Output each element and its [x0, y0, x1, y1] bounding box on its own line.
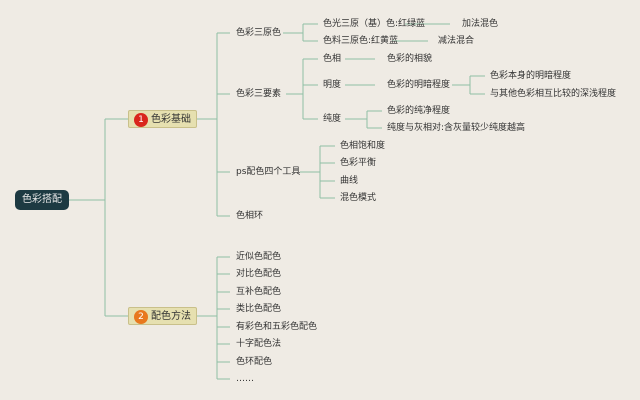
node[interactable]: 对比色配色 [236, 269, 282, 279]
node[interactable]: 色相饱和度 [340, 141, 386, 151]
node[interactable]: …… [236, 374, 254, 384]
node[interactable]: 与其他色彩相互比较的深浅程度 [490, 89, 617, 99]
node[interactable]: 类比色配色 [236, 304, 282, 314]
node[interactable]: 有彩色和五彩色配色 [236, 322, 318, 332]
node[interactable]: 色料三原色:红黄蓝 [323, 36, 399, 46]
number-badge: 1 [134, 113, 148, 127]
branch-label: 色彩基础 [151, 114, 191, 125]
node[interactable]: 色彩的纯净程度 [387, 106, 451, 116]
node[interactable]: 色环配色 [236, 357, 273, 367]
node[interactable]: 色光三原（基）色:红绿蓝 [323, 19, 426, 29]
node[interactable]: 色彩的明暗程度 [387, 80, 451, 90]
node[interactable]: 近似色配色 [236, 252, 282, 262]
node[interactable]: 减法混合 [438, 36, 475, 46]
node[interactable]: 明度 [323, 80, 342, 90]
number-badge: 2 [134, 310, 148, 324]
node[interactable]: 加法混色 [462, 19, 499, 29]
node[interactable]: 色彩的相貌 [387, 54, 433, 64]
node[interactable]: 混色模式 [340, 193, 377, 203]
branch-label: 配色方法 [151, 311, 191, 322]
node[interactable]: ps配色四个工具 [236, 167, 301, 177]
root-node[interactable]: 色彩搭配 [15, 190, 69, 210]
node[interactable]: 色彩本身的明暗程度 [490, 71, 572, 81]
node[interactable]: 十字配色法 [236, 339, 282, 349]
node[interactable]: 色彩平衡 [340, 158, 377, 168]
node[interactable]: 纯度 [323, 114, 342, 124]
node[interactable]: 互补色配色 [236, 287, 282, 297]
branch-node-color-basics[interactable]: 1 色彩基础 [128, 110, 197, 128]
node[interactable]: 色相环 [236, 211, 264, 221]
node[interactable]: 色彩三原色 [236, 28, 282, 38]
branch-node-color-methods[interactable]: 2 配色方法 [128, 307, 197, 325]
node[interactable]: 曲线 [340, 176, 359, 186]
node[interactable]: 色彩三要素 [236, 89, 282, 99]
node[interactable]: 纯度与灰相对:含灰量较少纯度越高 [387, 123, 526, 133]
node[interactable]: 色相 [323, 54, 342, 64]
